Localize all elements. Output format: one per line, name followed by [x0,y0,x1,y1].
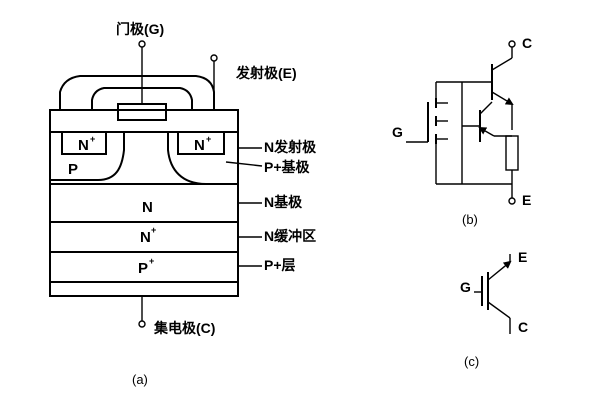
n-plus-left-region [61,131,107,155]
n-plus-right-region [177,131,225,155]
pointer-p-base [225,161,263,167]
collector-label-b: C [522,35,532,51]
p-well-left [50,132,125,181]
n-plus-right-sup: + [206,134,211,144]
n-plus-right-label: N [194,137,205,154]
emitter-label-c: E [518,249,527,265]
caption-c: (c) [464,354,479,369]
emitter-terminal [210,54,218,62]
npn-emitter-arrow [478,127,495,137]
emitter-label: 发射极(E) [235,65,297,81]
p-base-side-label: P+基极 [264,159,311,175]
npn-collector [479,101,493,115]
p-layer-side-label: P+层 [264,257,296,273]
emitter-terminal-b [508,197,516,205]
gate-electrode [117,103,167,121]
equivalent-circuit: G C E (b) [392,35,532,227]
pnp-emitter-arrow [491,91,514,106]
n-buffer-side-label: N缓冲区 [264,228,316,244]
collector-line-c [487,301,511,319]
n-base-side-label: N基极 [264,194,303,210]
p-plus-sup: + [149,256,154,266]
p-region-label: P [68,161,78,178]
emitter-arrow-c [487,260,512,281]
n-buffer-label: N [140,229,151,246]
collector-terminal [138,320,146,328]
collector-label-c: C [518,319,528,335]
n-plus-left-label: N [78,137,89,154]
gate-label: 门极(G) [116,21,164,37]
caption-a: (a) [132,372,148,387]
collector-label: 集电极(C) [153,320,215,336]
p-well-right [167,132,238,185]
gate-terminal [138,40,146,48]
gate-label-b: G [392,124,403,140]
n-buffer-sup: + [151,225,156,235]
resistor [505,135,519,171]
n-region-label: N [142,199,153,216]
collector-terminal-b [508,40,516,48]
caption-b: (b) [462,212,478,227]
emitter-metal-outer [59,75,215,110]
n-emitter-side-label: N发射极 [264,139,317,155]
n-plus-left-sup: + [90,134,95,144]
pnp-collector [491,57,513,71]
emitter-label-b: E [522,192,531,208]
cross-section: N + N + P N N + P + 门极(G) 发射极(E) 集电极(C) … [49,21,317,387]
gate-label-c: G [460,279,471,295]
p-plus-label: P [138,260,148,277]
igbt-symbol: G E C (c) [460,249,528,369]
